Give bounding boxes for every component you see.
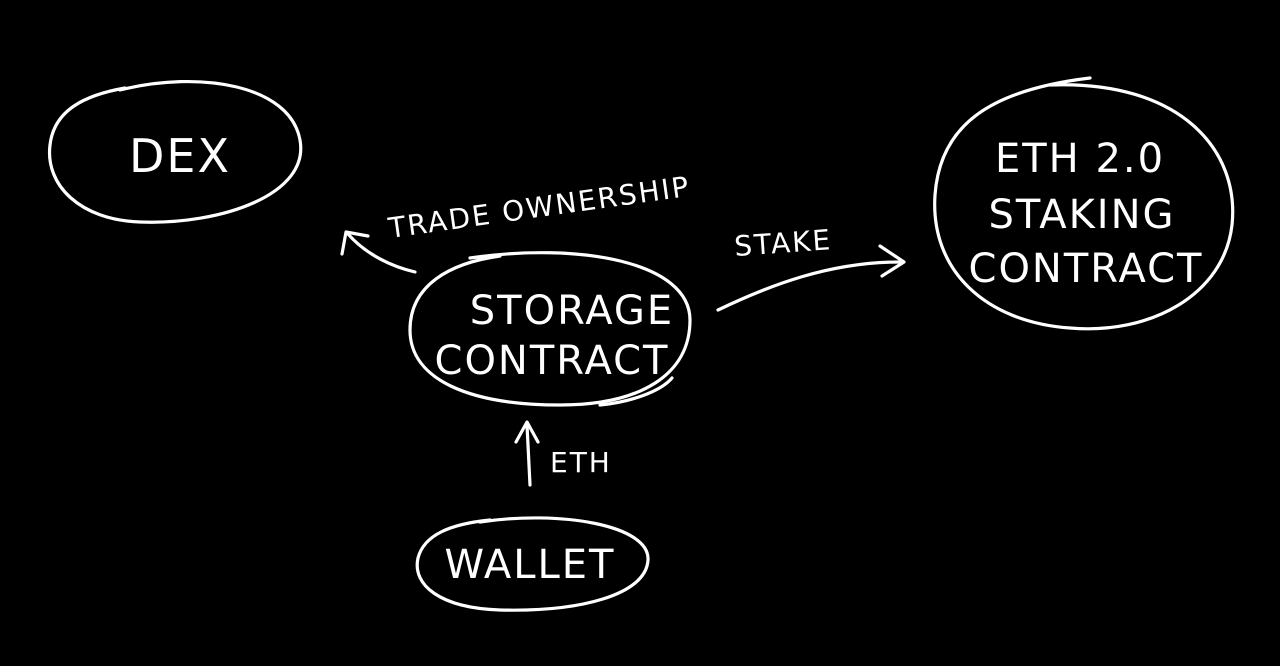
node-dex-outline (47, 80, 303, 224)
edge-trade-ownership: TRADE OWNERSHIP (340, 170, 693, 274)
node-eth2-line1: ETH 2.0 (995, 136, 1165, 182)
edge-trade-arrow-line (346, 232, 417, 274)
node-eth2-line2: STAKING (988, 192, 1175, 238)
node-eth2-outline (933, 76, 1235, 331)
node-storage-line1: STORAGE (470, 288, 674, 334)
node-storage-outline-tail (598, 376, 674, 407)
edge-trade-label: TRADE OWNERSHIP (385, 170, 692, 245)
node-storage-outline (408, 251, 692, 407)
node-wallet-outline (415, 516, 650, 612)
edge-eth-label: ETH (550, 446, 612, 479)
node-storage-line2: CONTRACT (435, 338, 670, 384)
node-storage-contract: STORAGE CONTRACT (408, 251, 692, 407)
edge-trade-arrowhead (340, 230, 370, 256)
node-eth2-staking-contract: ETH 2.0 STAKING CONTRACT (933, 76, 1235, 331)
edge-eth-arrow-line (525, 423, 532, 487)
node-eth2-line3: CONTRACT (969, 246, 1204, 292)
edge-eth: ETH (514, 420, 612, 487)
edge-stake-arrowhead (878, 244, 906, 278)
node-wallet: WALLET (415, 516, 650, 612)
edge-eth-arrowhead (514, 420, 540, 444)
edge-stake-label: STAKE (733, 223, 833, 263)
node-dex-label: DEX (129, 129, 231, 183)
edge-stake: STAKE (716, 223, 906, 312)
edge-stake-arrow-line (716, 260, 902, 312)
node-wallet-label: WALLET (444, 542, 615, 588)
node-dex: DEX (47, 80, 303, 224)
